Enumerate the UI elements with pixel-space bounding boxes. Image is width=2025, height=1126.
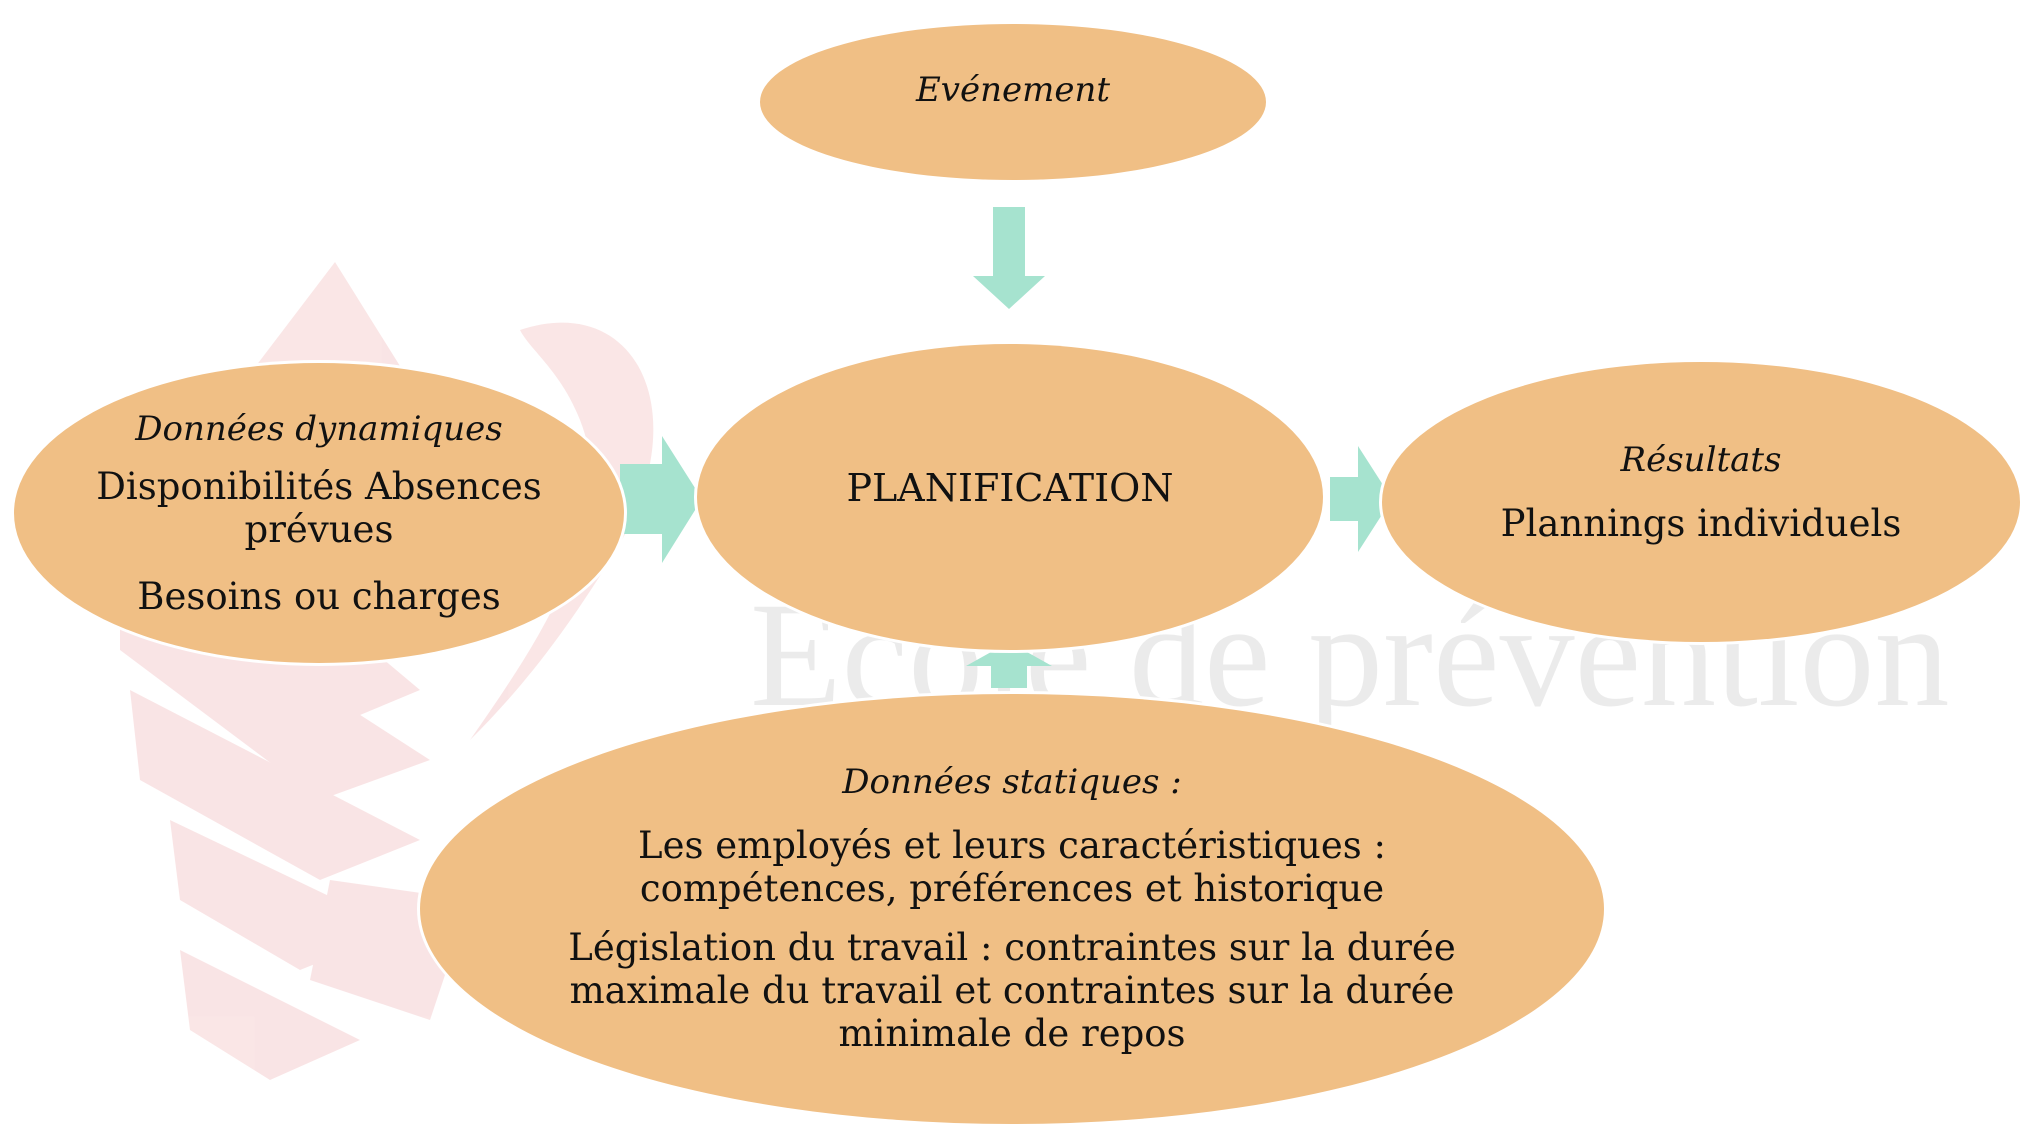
node-dynamiques-title: Données dynamiques	[135, 409, 503, 449]
node-donnees-statiques: Données statiques : Les employés et leur…	[420, 694, 1604, 1124]
node-statiques-line1: Les employés et leurs caractéristiques :	[638, 824, 1386, 867]
node-planification: PLANIFICATION	[697, 344, 1323, 650]
node-planification-title: PLANIFICATION	[846, 466, 1174, 510]
node-resultats-title: Résultats	[1620, 440, 1782, 480]
arrow-planification-to-resultats	[1330, 446, 1392, 552]
arrow-dynamiques-to-planification	[620, 436, 702, 563]
node-resultats: Résultats Plannings individuels	[1382, 362, 2020, 642]
node-statiques-line2: compétences, préférences et historique	[639, 867, 1385, 910]
node-dynamiques-line1: Disponibilités Absences	[96, 465, 542, 508]
node-evenement-title: Evénement	[915, 70, 1111, 110]
node-donnees-dynamiques: Données dynamiques Disponibilités Absenc…	[14, 363, 624, 663]
arrow-statiques-to-planification	[966, 642, 1052, 688]
node-dynamiques-line3: Besoins ou charges	[137, 575, 501, 618]
node-statiques-line5: minimale de repos	[838, 1012, 1186, 1055]
node-statiques-title: Données statiques :	[842, 762, 1182, 802]
arrow-evenement-to-planification	[973, 207, 1045, 309]
node-statiques-line4: maximale du travail et contraintes sur l…	[569, 969, 1455, 1012]
node-dynamiques-line2: prévues	[244, 508, 394, 551]
node-evenement: Evénement	[760, 24, 1266, 180]
node-statiques-line3: Législation du travail : contraintes sur…	[568, 926, 1456, 969]
node-resultats-line1: Plannings individuels	[1500, 502, 1902, 545]
